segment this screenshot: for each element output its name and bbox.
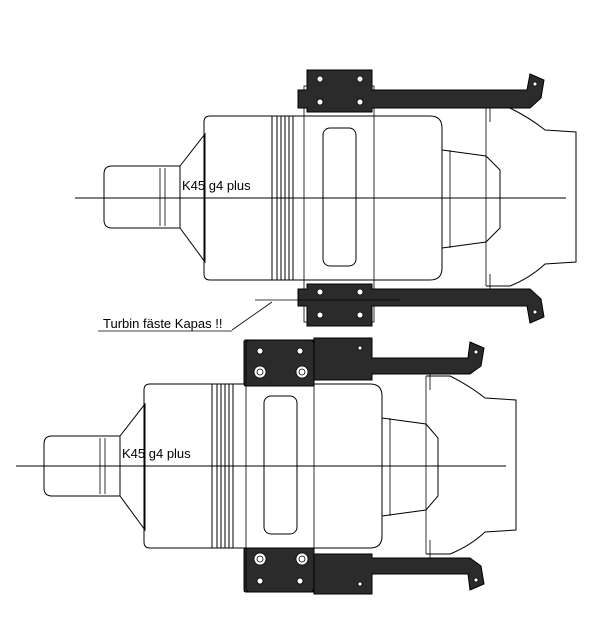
top-engine-ribs <box>271 116 294 280</box>
bolt-hole <box>296 577 304 585</box>
top-starter-cylinder <box>103 165 181 229</box>
bolt-hole <box>532 309 538 315</box>
top-engine-assembly: K45 g4 plus <box>75 69 577 327</box>
top-upper-bracket <box>297 69 545 113</box>
large-bolt-hole-inner <box>256 555 264 563</box>
bolt-hole <box>356 98 364 106</box>
bolt-hole <box>356 288 364 296</box>
bolt-hole <box>356 75 364 83</box>
bolt-hole <box>532 81 538 87</box>
bottom-engine-assembly: K45 g4 plus <box>16 337 517 595</box>
bottom-upper-bracket-arm <box>313 337 485 381</box>
bolt-hole <box>316 288 324 296</box>
bolt-hole <box>357 345 363 351</box>
bolt-hole <box>316 98 324 106</box>
bottom-nozzle <box>381 417 439 517</box>
bolt-hole <box>316 75 324 83</box>
bottom-lower-bracket-arm <box>313 553 485 595</box>
bottom-clamp-plate <box>245 339 315 593</box>
bottom-engine-label: K45 g4 plus <box>122 446 191 461</box>
top-intake-cone <box>179 132 206 264</box>
top-tailpipe <box>486 107 577 287</box>
bolt-hole <box>473 577 479 583</box>
bolt-hole <box>256 577 264 585</box>
bottom-body-slot <box>263 395 298 535</box>
annotation-text: Turbin fäste Kapas !! <box>103 316 222 331</box>
large-bolt-hole-inner <box>298 368 306 376</box>
bottom-intake-cone <box>119 402 146 532</box>
bolt-hole <box>356 311 364 319</box>
bottom-starter-cylinder <box>43 435 121 497</box>
bolt-hole <box>473 349 479 355</box>
top-body-slot <box>322 127 357 267</box>
top-engine-label: K45 g4 plus <box>182 178 251 193</box>
bottom-tailpipe <box>426 375 517 555</box>
annotation-group: Turbin fäste Kapas !! <box>98 299 400 332</box>
bolt-hole <box>316 311 324 319</box>
bolt-hole <box>296 347 304 355</box>
top-lower-bracket <box>297 283 545 327</box>
top-nozzle <box>441 149 501 249</box>
bottom-engine-ribs <box>211 384 234 548</box>
bottom-engine-body <box>143 383 383 549</box>
bolt-hole <box>357 581 363 587</box>
large-bolt-hole-inner <box>298 555 306 563</box>
large-bolt-hole-inner <box>256 368 264 376</box>
annotation-leader <box>231 301 273 331</box>
bottom-upper-clamp-block <box>243 339 315 387</box>
bolt-hole <box>256 347 264 355</box>
top-engine-body <box>203 115 443 281</box>
